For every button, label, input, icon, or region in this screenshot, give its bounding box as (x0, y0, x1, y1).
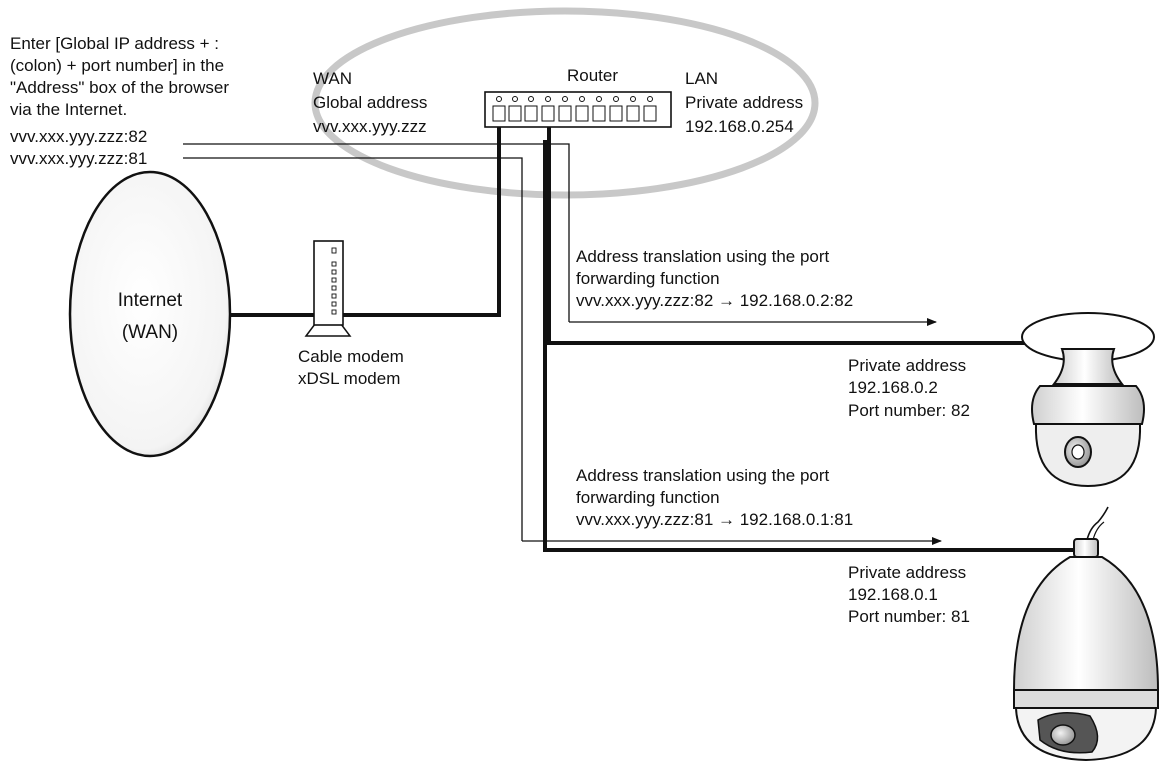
camera2-private-address-value: 192.168.0.1 (848, 585, 938, 604)
lan-label: LAN Private address 192.168.0.254 (685, 69, 803, 136)
modem-to-router-cable (322, 112, 501, 317)
camera1-body (1031, 385, 1145, 425)
translation-82-line1: Address translation using the port (576, 247, 830, 266)
internet-label-line2: (WAN) (122, 322, 178, 343)
translation-81-mapping: vvv.xxx.yyy.zzz:81 → 192.168.0.1:81 (576, 510, 853, 529)
router-highlight-ellipse (311, 7, 819, 199)
wan-global-address-label: Global address (313, 93, 427, 112)
request-line-82 (183, 143, 570, 322)
modem-device (304, 240, 352, 337)
camera2-cable (1086, 506, 1109, 541)
translation-82-text: Address translation using the port forwa… (576, 247, 853, 310)
url-port-81: vvv.xxx.yyy.zzz:81 (10, 149, 147, 168)
request-lines (183, 143, 942, 545)
camera1-device (1021, 312, 1155, 488)
instruction-line-2: (colon) + port number] in the (10, 56, 224, 75)
camera2-body (1012, 556, 1160, 691)
modem-label-line1: Cable modem (298, 347, 404, 366)
router-device (484, 91, 672, 128)
internet-oval (68, 170, 232, 458)
camera1-private-address-label: Private address (848, 356, 966, 375)
internet-node: Internet (WAN) (68, 170, 232, 458)
camera2-mount (1073, 538, 1099, 558)
router-to-camera2-cable (543, 140, 1076, 552)
wan-label: WAN Global address vvv.xxx.yyy.zzz (313, 69, 427, 136)
modem-leds (331, 247, 337, 315)
instruction-line-1: Enter [Global IP address + : (10, 34, 219, 53)
internet-label-line1: Internet (118, 290, 183, 311)
translation-81-text: Address translation using the port forwa… (576, 466, 853, 529)
modem-label-line2: xDSL modem (298, 369, 400, 388)
camera2-label: Private address 192.168.0.1 Port number:… (848, 563, 970, 626)
translation-82-mapping: vvv.xxx.yyy.zzz:82 → 192.168.0.2:82 (576, 291, 853, 310)
router-leds (496, 96, 653, 102)
instruction-text: Enter [Global IP address + : (colon) + p… (10, 34, 229, 119)
url-port-82: vvv.xxx.yyy.zzz:82 (10, 127, 147, 146)
translation-81-line2: forwarding function (576, 488, 720, 507)
router-to-camera1-cable (547, 112, 1030, 345)
wan-title: WAN (313, 69, 352, 88)
translation-81-line1: Address translation using the port (576, 466, 830, 485)
lan-title: LAN (685, 69, 718, 88)
instruction-line-3: "Address" box of the browser (10, 78, 229, 97)
instruction-line-4: via the Internet. (10, 100, 127, 119)
camera1-neck (1051, 348, 1125, 385)
camera2-ring (1013, 689, 1159, 709)
modem-body (313, 240, 344, 326)
router-ports (492, 105, 657, 122)
camera2-lens (1050, 724, 1076, 746)
camera1-lens-core (1071, 444, 1085, 460)
router-label: Router (567, 66, 618, 85)
camera1-label: Private address 192.168.0.2 Port number:… (848, 356, 970, 420)
camera1-port-number: Port number: 82 (848, 401, 970, 420)
modem-label: Cable modem xDSL modem (298, 347, 404, 388)
lan-private-address-label: Private address (685, 93, 803, 112)
wan-global-address-value: vvv.xxx.yyy.zzz (313, 117, 427, 136)
lan-private-address-value: 192.168.0.254 (685, 117, 794, 136)
translation-82-line2: forwarding function (576, 269, 720, 288)
request-line-81 (183, 157, 523, 541)
camera2-device (1012, 506, 1160, 762)
camera2-private-address-label: Private address (848, 563, 966, 582)
thick-cables (230, 112, 1076, 552)
camera2-port-number: Port number: 81 (848, 607, 970, 626)
camera1-private-address-value: 192.168.0.2 (848, 378, 938, 397)
